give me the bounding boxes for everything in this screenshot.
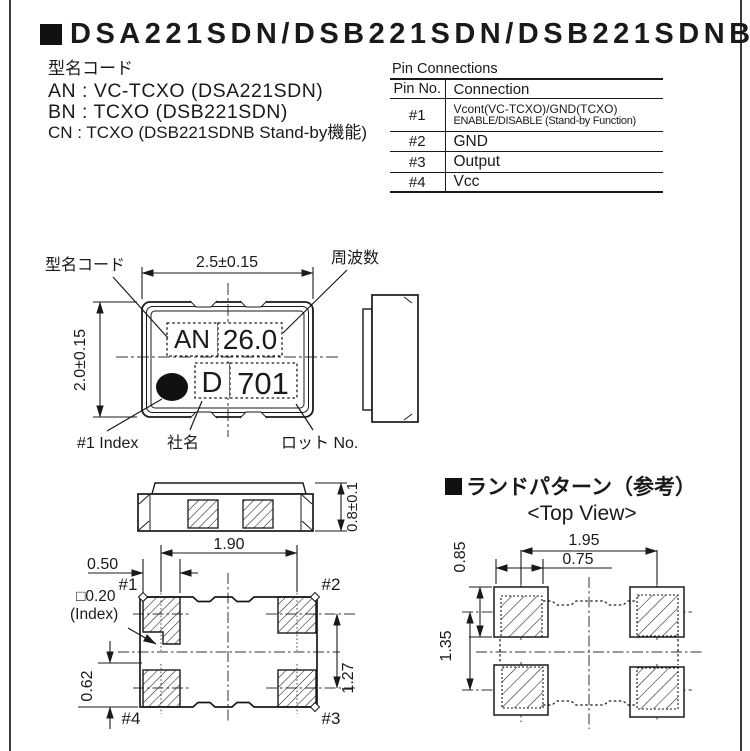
dimension-pitch-y-label: 1.27 [340,662,357,693]
dimension-pad-width [88,559,198,593]
leader-model-code [112,276,169,339]
pin2-cell: #2 [390,132,446,151]
dimension-width [141,267,314,299]
dimension-thickness-label: 0.8±0.1 [344,482,361,532]
pin1-cell: #1 [390,99,446,131]
table-row-pin3: #3 Output [390,152,663,173]
corner-chamfer-marks [137,591,321,713]
leader-pin1-index [106,398,163,432]
pad-4 [142,669,181,708]
pin1-index-dot [156,373,188,401]
marking-box-model [166,322,219,357]
model-code-line-cn: CN : TCXO (DSB221SDNB Stand-by機能) [48,123,367,142]
side-view-body [371,294,419,423]
land-pattern-drawing: ランドパターン（参考） <Top View> [438,475,704,729]
marking-box-frequency [217,322,283,357]
pin1-label: #1 [119,575,138,594]
dimension-pad-offset [78,641,142,729]
pin3-cell: #3 [390,152,446,172]
side-view-lid [362,308,373,411]
label-lot: ロット No. [281,435,358,452]
land-dimension-pad-width [495,559,612,584]
table-row-pin4: #4 Vcc [390,173,663,191]
marking-lot-text: 701 [237,366,289,401]
land-pattern-title: ランドパターン（参考） [466,475,696,499]
pin1-connection-cell: Vcont(VC-TCXO)/GND(TCXO) ENABLE/DISABLE … [446,99,664,131]
marking-box-lot [229,362,298,399]
leader-company [189,400,203,431]
page-border-left [9,0,11,751]
front-view-lid [151,482,307,495]
side-view-drawing [362,294,419,423]
label-company: 社名 [167,434,199,452]
top-view-center-lines [116,283,340,437]
front-view-body [137,493,314,532]
leader-frequency [282,269,348,334]
pin2-label: #2 [322,575,341,594]
front-view-drawing: 0.8±0.1 [137,482,361,532]
dimension-pitch-x [160,545,298,592]
pin3-label: #3 [322,709,341,728]
marking-box-company [194,362,231,399]
pin4-label: #4 [122,709,141,728]
title-bullet-icon [40,24,62,45]
land-dimension-pad-height-label: 0.85 [452,541,469,572]
marking-boxes [166,322,298,399]
dimension-height-label: 2.0±0.15 [72,329,89,391]
pin2-connection-cell: GND [453,132,488,150]
index-leader-arrow [127,627,157,645]
bottom-view-drawing: 1.90 0.50 □0.20 (Index) 0.62 1.27 #1 #2 [70,536,358,729]
land-dimension-pitch-x-label: 1.95 [568,532,599,549]
front-view-corner-ticks [138,494,313,531]
dimension-pad-offset-label: 0.62 [79,670,96,701]
marking-frequency-text: 26.0 [223,324,278,355]
pin1-connection-line2: ENABLE/DISABLE (Stand-by Function) [453,115,637,127]
top-view-drawing: AN 26.0 D 701 2.5±0.15 2.0±0.15 [45,249,379,452]
page-title: DSA221SDN/DSB221SDN/DSB221SDNB [70,18,750,50]
pin4-cell: #4 [390,173,446,191]
pad-1 [142,596,181,645]
model-code-block: 型名コード AN : VC-TCXO (DSA221SDN) BN : TCXO… [48,60,367,142]
table-row-pin1: #1 Vcont(VC-TCXO)/GND(TCXO) ENABLE/DISAB… [390,99,663,132]
pin-table-title: Pin Connections [392,61,498,77]
dimension-height [93,301,137,418]
index-size-label: □0.20 [76,588,116,605]
pin-table-header-row: Pin No. Connection [390,80,663,99]
marking-company-text: D [202,367,223,399]
land-dimension-pad-width-label: 0.75 [562,551,593,568]
package-outline-overlay [499,600,679,706]
label-pin1-index: #1 Index [77,435,138,452]
page-border-right [740,0,742,751]
model-code-heading: 型名コード [48,59,133,78]
leader-lines [106,269,348,432]
front-view-pad-right [242,499,274,529]
table-row-pin2: #2 GND [390,132,663,152]
pin3-connection-cell: Output [453,153,501,170]
pin4-connection-cell: Vcc [453,173,480,190]
land-pattern-bullet-icon [445,478,462,495]
dimension-thickness [315,482,347,532]
label-model-code: 型名コード [45,256,125,274]
land-dimension-pitch-y-label: 1.35 [438,630,455,661]
land-pattern-subtitle: <Top View> [527,502,636,525]
model-code-line-bn: BN : TCXO (DSB221SDN) [48,101,288,123]
side-view-corner-ticks [403,296,413,421]
marking-model-text: AN [174,324,210,354]
pin1-connection-line1: Vcont(VC-TCXO)/GND(TCXO) [453,101,618,116]
pin-connections-table: Pin No. Connection #1 Vcont(VC-TCXO)/GND… [390,78,663,193]
dimension-width-label: 2.5±0.15 [196,254,258,271]
land-pad-overlays [500,594,679,710]
pin-no-header: Pin No. [390,80,446,98]
model-code-line-an: AN : VC-TCXO (DSA221SDN) [48,80,324,102]
front-view-endcaps [149,494,302,531]
leader-lot [295,403,314,431]
index-note-label: (Index) [70,606,118,623]
label-frequency: 周波数 [331,249,379,267]
connection-header: Connection [453,80,530,98]
front-view-pad-left [187,499,219,529]
dimension-pad-width-label: 0.50 [87,556,118,573]
dimension-pitch-x-label: 1.90 [213,536,244,553]
pad-center-dotted-lines [160,589,298,714]
